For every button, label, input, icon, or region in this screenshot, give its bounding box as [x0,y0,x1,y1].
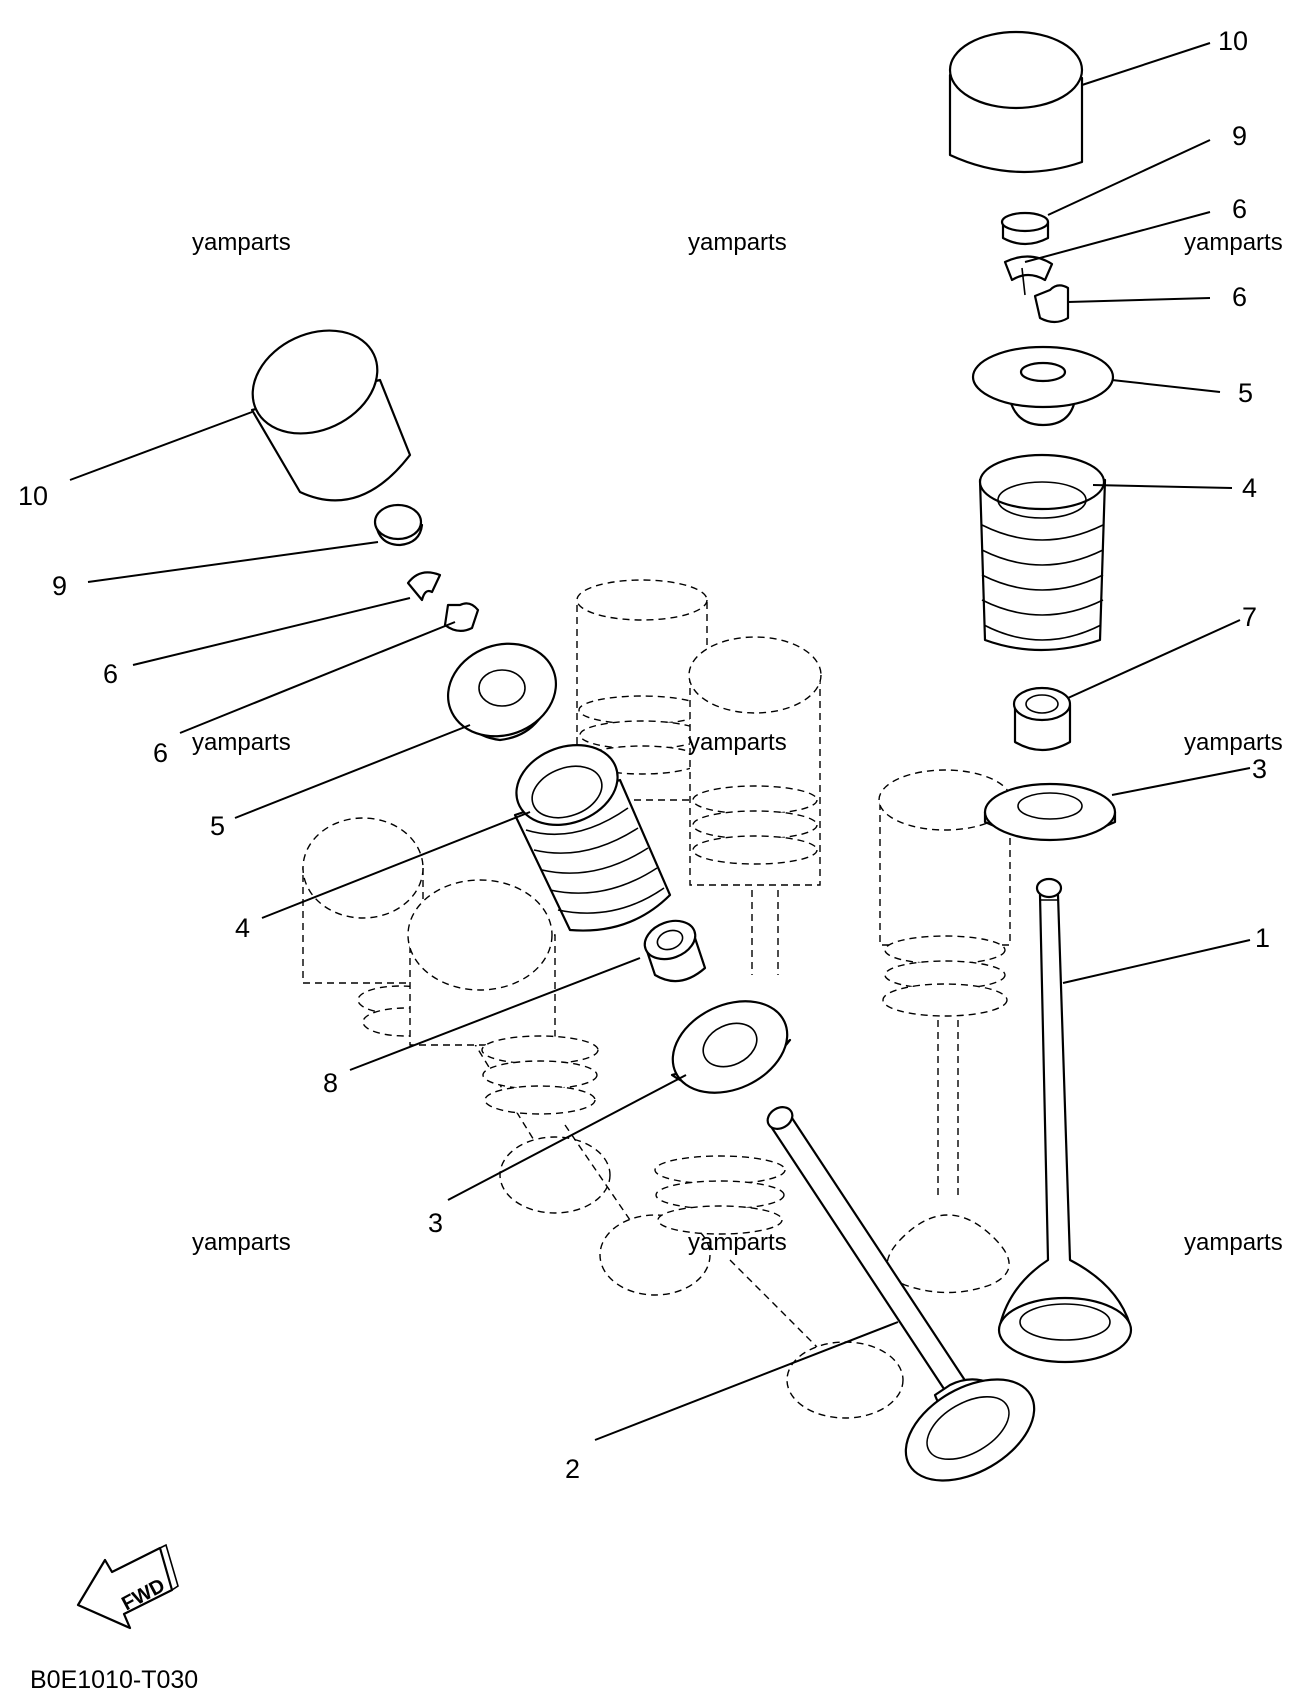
callout-l9: 9 [52,571,67,601]
callout-l6b: 6 [153,738,168,768]
watermark: yamparts [192,229,291,256]
watermark: yamparts [192,1229,291,1256]
callout-numbers: 10 9 6 6 5 4 7 3 1 10 9 6 6 5 4 8 3 2 [18,26,1270,1484]
valve-lifter-bucket-right [948,30,1084,174]
valve-spring-left [513,744,672,932]
callout-l3: 3 [428,1208,443,1238]
ghost-bucket-front-middle [688,636,822,975]
watermark: yamparts [688,729,787,756]
drawing-code: B0E1010-T030 [30,1666,198,1694]
intake-valve [766,1106,1036,1482]
watermark: yamparts [688,1229,787,1256]
valve-lifter-bucket-left [250,329,412,502]
valve-cotter-left-lower [443,602,480,632]
valve-spring-seat-right [983,782,1117,842]
valve-spring-seat-left [670,1000,792,1094]
callout-r9: 9 [1232,121,1247,151]
callout-l5: 5 [210,811,225,841]
ghost-spring-middle-lower [654,1155,904,1419]
callout-l10: 10 [18,481,48,511]
valve-cotter-right-upper [1003,255,1054,296]
ghost-bucket-right-middle [878,769,1012,1294]
callout-r7: 7 [1242,602,1257,632]
valve-pad-shim-left [373,503,424,547]
watermark: yamparts [192,729,291,756]
left-exploded-stack [250,329,1036,1482]
valve-cotter-left-upper [406,571,442,602]
valve-stem-seal-right [1012,686,1072,752]
ghost-bucket-left-front [407,879,711,1296]
valve-spring-retainer-right [971,345,1115,427]
valve-spring-right [978,453,1107,652]
callout-l4: 4 [235,913,250,943]
callout-r10: 10 [1218,26,1248,56]
valve-cotter-right-lower [1033,284,1070,324]
watermark: yamparts [688,229,787,256]
callout-r5: 5 [1238,378,1253,408]
right-exploded-stack [948,30,1133,1364]
exhaust-valve [997,877,1133,1364]
watermark: yamparts [1184,1229,1283,1256]
watermark: yamparts [1184,729,1283,756]
callout-l2: 2 [565,1454,580,1484]
callout-l6a: 6 [103,659,118,689]
leader-lines [69,42,1251,1441]
callout-r1: 1 [1255,923,1270,953]
valve-pad-shim-right [1000,211,1050,246]
watermark: yamparts [1184,229,1283,256]
ghost-assemblies [302,579,1012,1419]
callout-l8: 8 [323,1068,338,1098]
callout-r3: 3 [1252,754,1267,784]
callout-r4: 4 [1242,473,1257,503]
valve-stem-seal-left [643,919,707,983]
watermarks: yamparts yamparts yamparts yamparts yamp… [192,229,1283,1256]
callout-r6b: 6 [1232,282,1247,312]
valve-spring-retainer-left [446,642,558,742]
fwd-arrow-icon: FWD [76,1543,179,1630]
callout-r6a: 6 [1232,194,1247,224]
